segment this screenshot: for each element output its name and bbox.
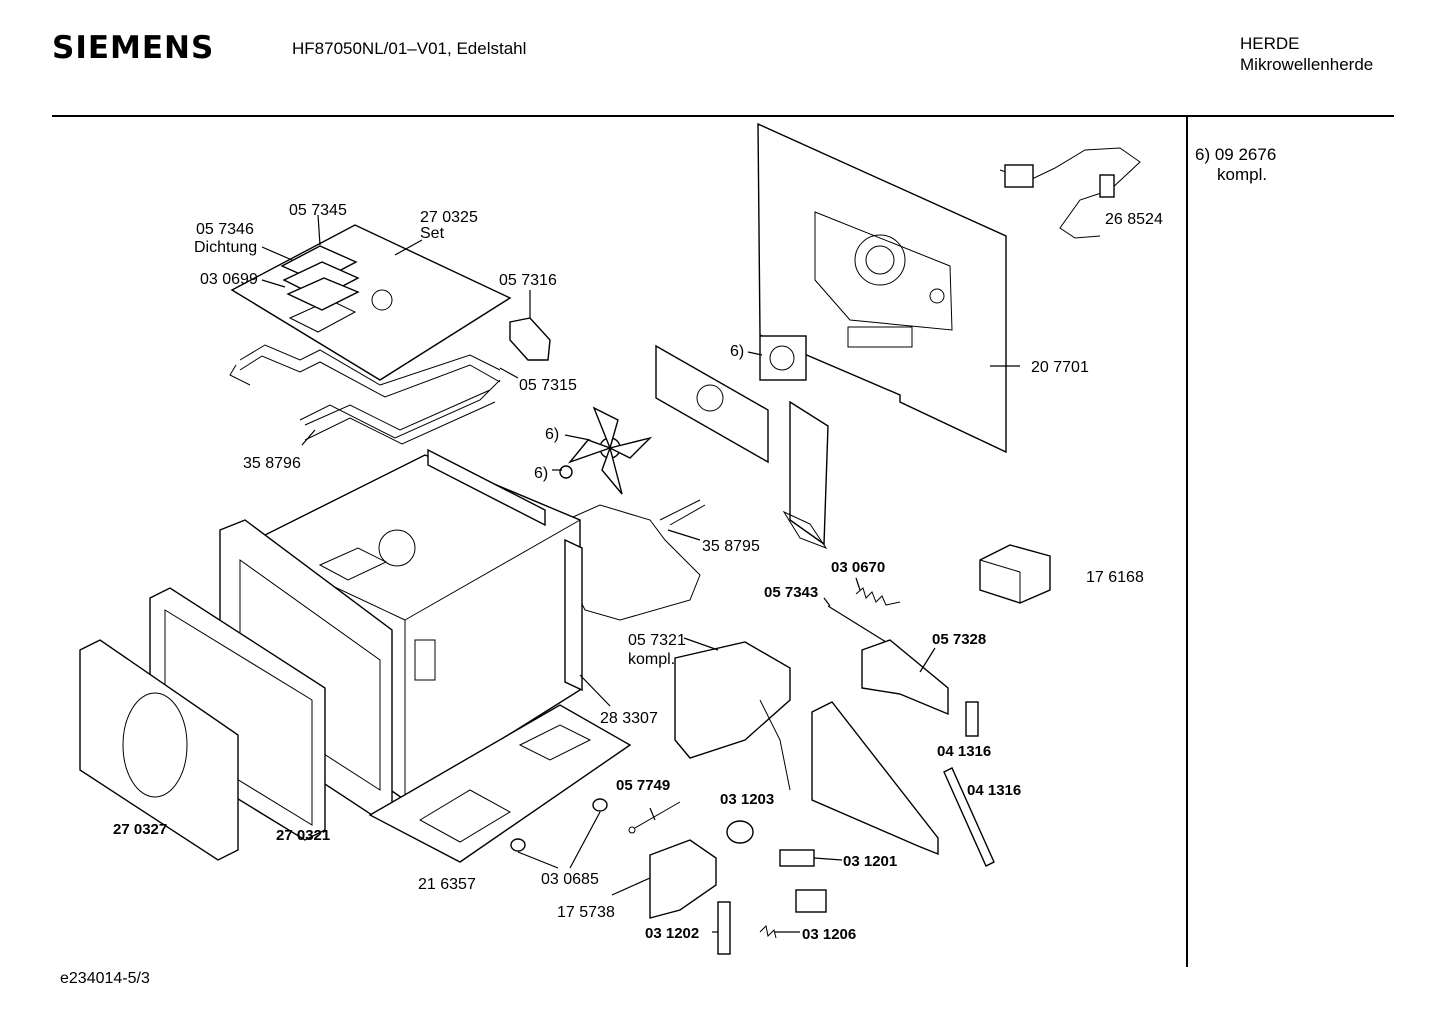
label-270321: 27 0321 [276, 827, 330, 844]
label-057343: 05 7343 [764, 584, 818, 601]
lock-block-175738 [649, 839, 717, 919]
leader-lines [261, 214, 1020, 933]
latch-031202 [717, 901, 731, 955]
heater-element-top [229, 344, 501, 439]
category-sub: Mikrowellenherde [1240, 55, 1374, 74]
footnote-6: 6) 09 2676 kompl. [1195, 145, 1276, 185]
footnote-part: 6) 09 2676 [1195, 145, 1277, 164]
cavity-side-strip [427, 448, 583, 692]
label-358796: 35 8796 [243, 455, 301, 472]
label-057749: 05 7749 [616, 777, 670, 794]
label-041316-a: 04 1316 [937, 743, 991, 760]
label-031206: 03 1206 [802, 926, 856, 943]
label-031203: 03 1203 [720, 791, 774, 808]
fan-blade [559, 406, 653, 495]
label-358795: 35 8795 [702, 538, 760, 555]
knob-031203 [726, 820, 754, 844]
label-057321: 05 7321 [628, 632, 686, 649]
strip-041316-long [943, 767, 995, 867]
side-bracket [811, 701, 939, 856]
label-057345: 05 7345 [289, 202, 347, 219]
fan-motor [759, 335, 807, 381]
label-six-a: 6) [730, 343, 744, 360]
label-six-b: 6) [545, 426, 559, 443]
strip-041316-small [965, 701, 979, 737]
bracket-057316 [509, 317, 551, 361]
label-057315: 05 7315 [519, 377, 577, 394]
label-030699: 03 0699 [200, 271, 258, 288]
power-cord [999, 147, 1141, 239]
header-rule [52, 115, 1394, 117]
label-041316-b: 04 1316 [967, 782, 1021, 799]
category-main: HERDE [1240, 34, 1300, 53]
label-207701: 20 7701 [1031, 359, 1089, 376]
brand-logo: SIEMENS [52, 30, 215, 66]
label-283307: 28 3307 [600, 710, 658, 727]
label-057316: 05 7316 [499, 272, 557, 289]
label-030685: 03 0685 [541, 871, 599, 888]
seal-plate-stack [280, 245, 360, 311]
label-031201: 03 1201 [843, 853, 897, 870]
label-031202: 03 1202 [645, 925, 699, 942]
label-dichtung: Dichtung [194, 239, 257, 256]
label-030670: 03 0670 [831, 559, 885, 576]
label-set: Set [420, 225, 445, 242]
label-175738: 17 5738 [557, 904, 615, 921]
cable-057749 [628, 699, 791, 834]
label-176168: 17 6168 [1086, 569, 1144, 586]
label-kompl: kompl. [628, 651, 675, 668]
label-270325: 27 0325 [420, 209, 478, 226]
spring-031206 [759, 924, 777, 939]
document-id: e234014-5/3 [60, 970, 150, 987]
label-270327: 27 0327 [113, 821, 167, 838]
lever-057343 [827, 605, 887, 643]
label-057346: 05 7346 [196, 221, 254, 238]
label-216357: 21 6357 [418, 876, 476, 893]
switch-031201 [779, 849, 815, 867]
switch-holder-057328 [861, 639, 949, 716]
label-057328: 05 7328 [932, 631, 986, 648]
label-268524: 26 8524 [1105, 211, 1163, 228]
switch-031201-b [795, 889, 827, 913]
lock-bracket-057321 [674, 641, 791, 759]
feet [510, 798, 608, 852]
rear-panel [757, 122, 1007, 454]
top-lid-set [230, 224, 512, 381]
base-plate [368, 704, 632, 863]
spring-030670 [855, 587, 901, 606]
transformer [979, 544, 1051, 604]
sidebar-divider [1186, 117, 1188, 967]
heater-element-lower [304, 389, 496, 445]
label-six-c: 6) [534, 465, 548, 482]
fan-bracket [655, 344, 769, 464]
model-number: HF87050NL/01–V01, Edelstahl [292, 39, 527, 58]
duct-cover [782, 400, 829, 550]
inner-door [79, 639, 239, 861]
footnote-kompl: kompl. [1217, 165, 1268, 184]
part-labels: 05 7346 Dichtung 05 7345 27 0325 Set 03 … [113, 202, 1163, 943]
category: HERDE Mikrowellenherde [1240, 33, 1373, 75]
